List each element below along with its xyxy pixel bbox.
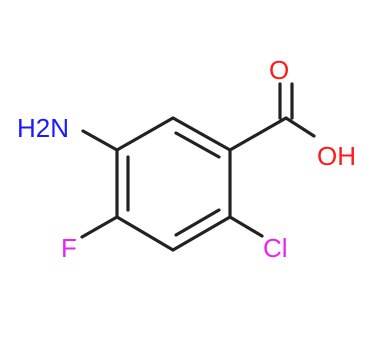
ring-bond-c3-c4 <box>171 215 232 252</box>
bond-ring-to-chloro <box>228 215 264 238</box>
ring-double-bond-inner-1 <box>174 131 221 159</box>
chloro-label: Cl <box>263 233 288 263</box>
bond-ring-to-fluoro <box>80 215 119 239</box>
bond-ring-to-amine <box>81 129 119 152</box>
bond-carboxyl-to-oh <box>284 116 316 138</box>
ring-bond-c4-c5 <box>115 215 175 252</box>
carbonyl-oxygen-label: O <box>269 55 289 85</box>
benzene-ring <box>115 116 232 252</box>
fluoro-label: F <box>61 233 77 263</box>
ring-double-bond-inner-2 <box>174 208 221 237</box>
bond-ring-to-carboxyl <box>228 116 288 152</box>
ring-bond-c1-c2 <box>171 116 232 152</box>
ring-bond-c6-c1 <box>115 116 175 152</box>
hydroxyl-label: OH <box>317 141 356 171</box>
amine-label: H2N <box>17 113 69 143</box>
